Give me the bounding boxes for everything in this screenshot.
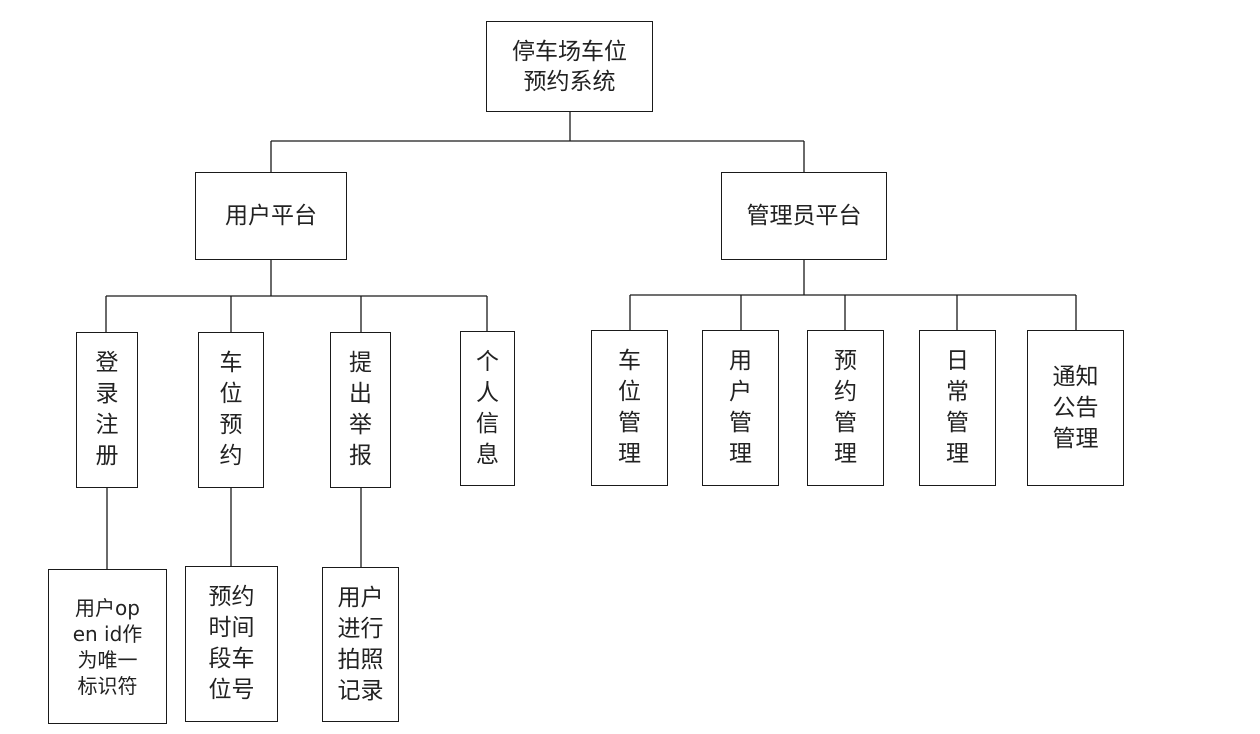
login-detail-label: 用户open id作为唯一标识符 bbox=[72, 595, 143, 698]
reservation-detail-node: 预约时间段车位号 bbox=[185, 566, 278, 722]
login-detail-node: 用户open id作为唯一标识符 bbox=[48, 569, 167, 724]
user-management-label: 用户管理 bbox=[729, 348, 752, 467]
user-platform-node: 用户平台 bbox=[195, 172, 347, 260]
space-reservation-node: 车位预约 bbox=[198, 332, 264, 488]
report-detail-node: 用户进行拍照记录 bbox=[322, 567, 399, 722]
reservation-management-label: 预约管理 bbox=[834, 348, 857, 467]
submit-report-node: 提出举报 bbox=[330, 332, 391, 488]
personal-info-label: 个人信息 bbox=[476, 348, 499, 468]
space-management-label: 车位管理 bbox=[618, 348, 641, 467]
space-management-node: 车位管理 bbox=[591, 330, 668, 486]
login-register-label: 登录注册 bbox=[95, 350, 119, 469]
user-platform-label: 用户平台 bbox=[225, 203, 317, 229]
personal-info-node: 个人信息 bbox=[460, 331, 515, 486]
report-detail-label: 用户进行拍照记录 bbox=[337, 584, 384, 704]
reservation-detail-label: 预约时间段车位号 bbox=[208, 584, 255, 703]
space-reservation-label: 车位预约 bbox=[219, 350, 243, 469]
submit-report-label: 提出举报 bbox=[349, 350, 372, 469]
login-register-node: 登录注册 bbox=[76, 332, 138, 488]
notice-management-node: 通知公告管理 bbox=[1027, 330, 1124, 486]
daily-management-label: 日常管理 bbox=[946, 348, 969, 467]
user-management-node: 用户管理 bbox=[702, 330, 779, 486]
root-label: 停车场车位预约系统 bbox=[512, 38, 627, 95]
root-node: 停车场车位预约系统 bbox=[486, 21, 653, 112]
notice-management-label: 通知公告管理 bbox=[1052, 363, 1099, 452]
admin-platform-label: 管理员平台 bbox=[746, 203, 862, 229]
admin-platform-node: 管理员平台 bbox=[721, 172, 887, 260]
reservation-management-node: 预约管理 bbox=[807, 330, 884, 486]
daily-management-node: 日常管理 bbox=[919, 330, 996, 486]
